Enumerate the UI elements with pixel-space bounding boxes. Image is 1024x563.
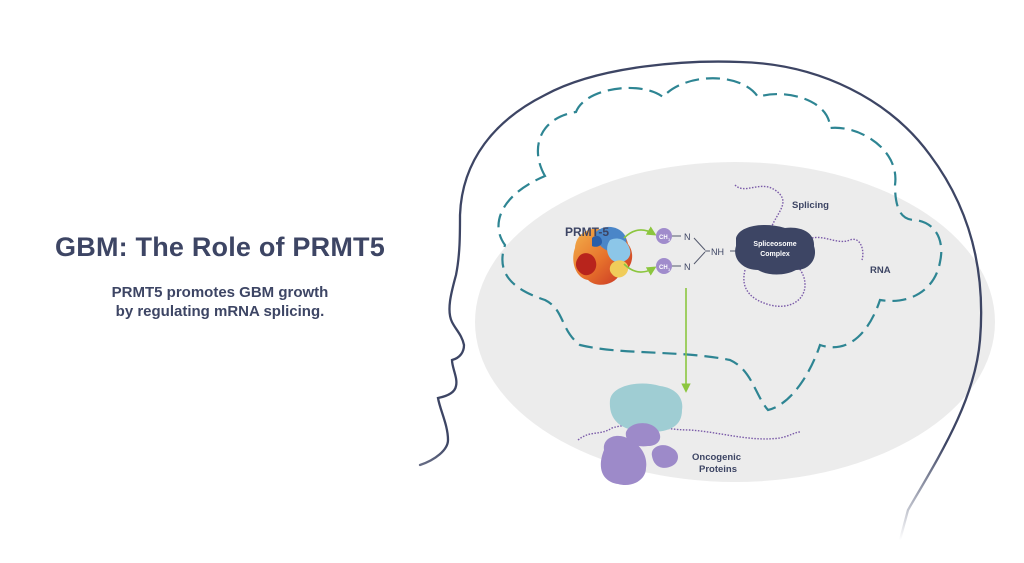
rna-strand-lower (743, 265, 806, 307)
page-title: GBM: The Role of PRMT5 (55, 232, 385, 262)
oncogenic-label-line2: Proteins (699, 464, 737, 475)
spliceosome-label-line2: Complex (760, 251, 790, 258)
methyl-subscript-lower: 3 (668, 267, 671, 272)
methylation-arrow-upper (623, 226, 657, 239)
rna-label: RNA (870, 265, 891, 276)
methyl-label-lower: CH (659, 265, 668, 271)
methyl-group-upper: CH 3 (656, 228, 672, 244)
nh-label: NH (711, 247, 724, 257)
prmt5-label: PRMT-5 (565, 225, 609, 239)
head-outline (418, 60, 983, 542)
title-block: GBM: The Role of PRMT5 PRMT5 promotes GB… (30, 232, 410, 321)
spliceosome-complex (735, 225, 816, 275)
spliceosome-label-line1: Spliceosome (753, 241, 796, 248)
oncogenic-protein-large (600, 435, 647, 486)
prmt5-protein-structure (573, 226, 633, 285)
nitrogen-label-upper: N (684, 232, 691, 242)
oncogenic-label-line1: Oncogenic (692, 452, 741, 463)
ribosome (609, 383, 683, 432)
rna-strand-right (811, 236, 864, 261)
methylation-arrow-lower (623, 263, 657, 276)
methyl-label-upper: CH (659, 235, 668, 241)
brain-dashed-outline (497, 77, 943, 412)
nitrogen-label-lower: N (684, 262, 691, 272)
subtitle-line-2: by regulating mRNA splicing. (115, 303, 325, 320)
ribosome-lower-subunit (625, 423, 661, 447)
methyl-group-lower: CH 3 (656, 258, 672, 274)
brain-ellipse (475, 162, 995, 482)
page-subtitle: PRMT5 promotes GBM growth by regulating … (30, 283, 410, 321)
splicing-label: Splicing (792, 200, 829, 211)
methyl-subscript-upper: 3 (668, 237, 671, 242)
mrna-strand (577, 424, 801, 441)
subtitle-line-1: PRMT5 promotes GBM growth (111, 284, 329, 301)
oncogenic-protein-small (651, 445, 678, 468)
